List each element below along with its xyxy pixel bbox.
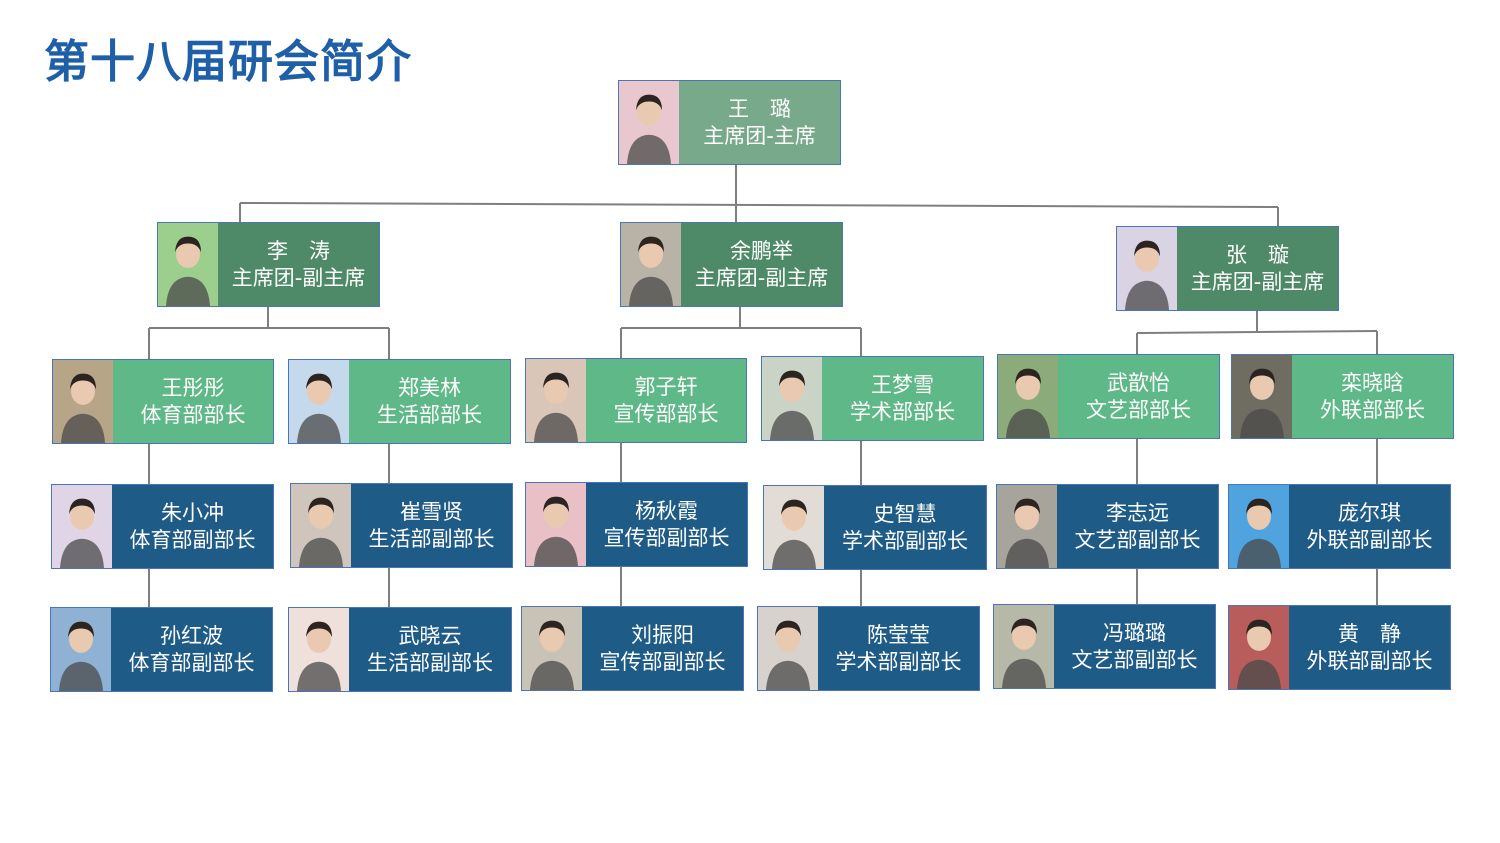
avatar <box>289 608 349 691</box>
org-card-vice-minister-1: 朱小冲 体育部副部长 <box>51 484 274 569</box>
member-name: 李志远 <box>1106 500 1169 525</box>
member-role: 宣传部部长 <box>613 401 719 426</box>
member-role: 文艺部部长 <box>1086 397 1191 422</box>
avatar <box>758 607 818 690</box>
member-name: 郑美林 <box>398 375 461 400</box>
avatar <box>526 483 586 566</box>
org-card-vice-minister-6: 庞尔琪 外联部副部长 <box>1228 484 1451 569</box>
org-card-minister-6: 栾晓晗 外联部部长 <box>1231 354 1454 439</box>
avatar <box>53 360 113 443</box>
member-role: 主席团-副主席 <box>231 265 366 290</box>
org-card-minister-4: 王梦雪 学术部部长 <box>761 356 984 441</box>
org-card-minister-2: 郑美林 生活部部长 <box>288 359 511 444</box>
avatar <box>1229 485 1289 568</box>
member-name: 郭子轩 <box>634 374 698 399</box>
member-role: 主席团-主席 <box>703 123 816 148</box>
avatar <box>764 486 824 569</box>
member-role: 学术部副部长 <box>842 528 968 553</box>
member-name: 武歆怡 <box>1107 370 1170 395</box>
member-name: 栾晓晗 <box>1341 370 1404 395</box>
member-name: 冯璐璐 <box>1103 620 1166 645</box>
member-name: 黄 静 <box>1338 621 1401 646</box>
member-role: 学术部部长 <box>850 399 955 424</box>
member-name: 史智慧 <box>873 501 937 526</box>
member-role: 文艺部副部长 <box>1071 647 1198 672</box>
avatar <box>526 359 586 442</box>
avatar <box>619 81 679 164</box>
org-card-vice-minister-2: 崔雪贤 生活部副部长 <box>290 483 513 568</box>
avatar <box>291 484 351 567</box>
member-name: 王 璐 <box>728 96 791 121</box>
avatar <box>52 485 112 568</box>
member-name: 武晓云 <box>398 623 462 648</box>
member-name: 王梦雪 <box>871 372 934 397</box>
avatar <box>994 605 1054 688</box>
member-role: 主席团-副主席 <box>1190 269 1325 294</box>
member-name: 庞尔琪 <box>1338 500 1401 525</box>
page-title: 第十八届研会简介 <box>44 35 413 88</box>
member-name: 余鹏举 <box>730 238 793 263</box>
org-card-vice-minister-9: 刘振阳 宣传部副部长 <box>521 606 744 691</box>
member-role: 体育部副部长 <box>129 527 256 552</box>
member-role: 外联部副部长 <box>1306 527 1433 552</box>
avatar <box>998 355 1058 438</box>
member-name: 张 璇 <box>1226 242 1289 267</box>
avatar <box>51 608 111 691</box>
avatar <box>289 360 349 443</box>
member-name: 刘振阳 <box>631 622 694 647</box>
org-card-vice-chair-2: 余鹏举 主席团-副主席 <box>620 222 843 307</box>
org-card-chair: 王 璐 主席团-主席 <box>618 80 841 165</box>
member-name: 孙红波 <box>160 623 223 648</box>
avatar <box>762 357 822 440</box>
member-name: 朱小冲 <box>161 500 224 525</box>
member-role: 宣传部副部长 <box>603 525 730 550</box>
member-role: 宣传部副部长 <box>599 649 726 674</box>
org-card-vice-chair-3: 张 璇 主席团-副主席 <box>1116 226 1339 311</box>
avatar <box>1232 355 1292 438</box>
org-card-vice-minister-4: 史智慧 学术部副部长 <box>763 485 987 570</box>
member-role: 学术部副部长 <box>835 649 962 674</box>
member-role: 文艺部副部长 <box>1074 527 1201 552</box>
org-card-vice-minister-7: 孙红波 体育部副部长 <box>50 607 273 692</box>
org-card-minister-3: 郭子轩 宣传部部长 <box>525 358 747 443</box>
member-name: 李 涛 <box>267 238 330 263</box>
org-card-vice-minister-8: 武晓云 生活部副部长 <box>288 607 512 692</box>
member-name: 崔雪贤 <box>400 499 463 524</box>
member-role: 外联部副部长 <box>1306 648 1433 673</box>
org-card-vice-minister-10: 陈莹莹 学术部副部长 <box>757 606 980 691</box>
member-role: 生活部副部长 <box>367 650 493 675</box>
org-card-minister-5: 武歆怡 文艺部部长 <box>997 354 1220 439</box>
member-role: 生活部部长 <box>377 402 482 427</box>
member-role: 体育部部长 <box>140 402 246 427</box>
avatar <box>522 607 582 690</box>
avatar <box>158 223 218 306</box>
org-card-vice-minister-3: 杨秋霞 宣传部副部长 <box>525 482 748 567</box>
member-name: 陈莹莹 <box>867 622 930 647</box>
org-card-vice-minister-11: 冯璐璐 文艺部副部长 <box>993 604 1216 689</box>
avatar <box>1229 606 1289 689</box>
member-name: 王彤彤 <box>161 375 225 400</box>
member-role: 主席团-副主席 <box>694 265 829 290</box>
org-card-minister-1: 王彤彤 体育部部长 <box>52 359 274 444</box>
avatar <box>1117 227 1177 310</box>
org-card-vice-chair-1: 李 涛 主席团-副主席 <box>157 222 380 307</box>
member-name: 杨秋霞 <box>635 498 698 523</box>
member-role: 外联部部长 <box>1320 397 1425 422</box>
avatar <box>997 485 1057 568</box>
member-role: 生活部副部长 <box>368 526 495 551</box>
member-role: 体育部副部长 <box>128 650 255 675</box>
org-card-vice-minister-5: 李志远 文艺部副部长 <box>996 484 1219 569</box>
avatar <box>621 223 681 306</box>
org-card-vice-minister-12: 黄 静 外联部副部长 <box>1228 605 1451 690</box>
